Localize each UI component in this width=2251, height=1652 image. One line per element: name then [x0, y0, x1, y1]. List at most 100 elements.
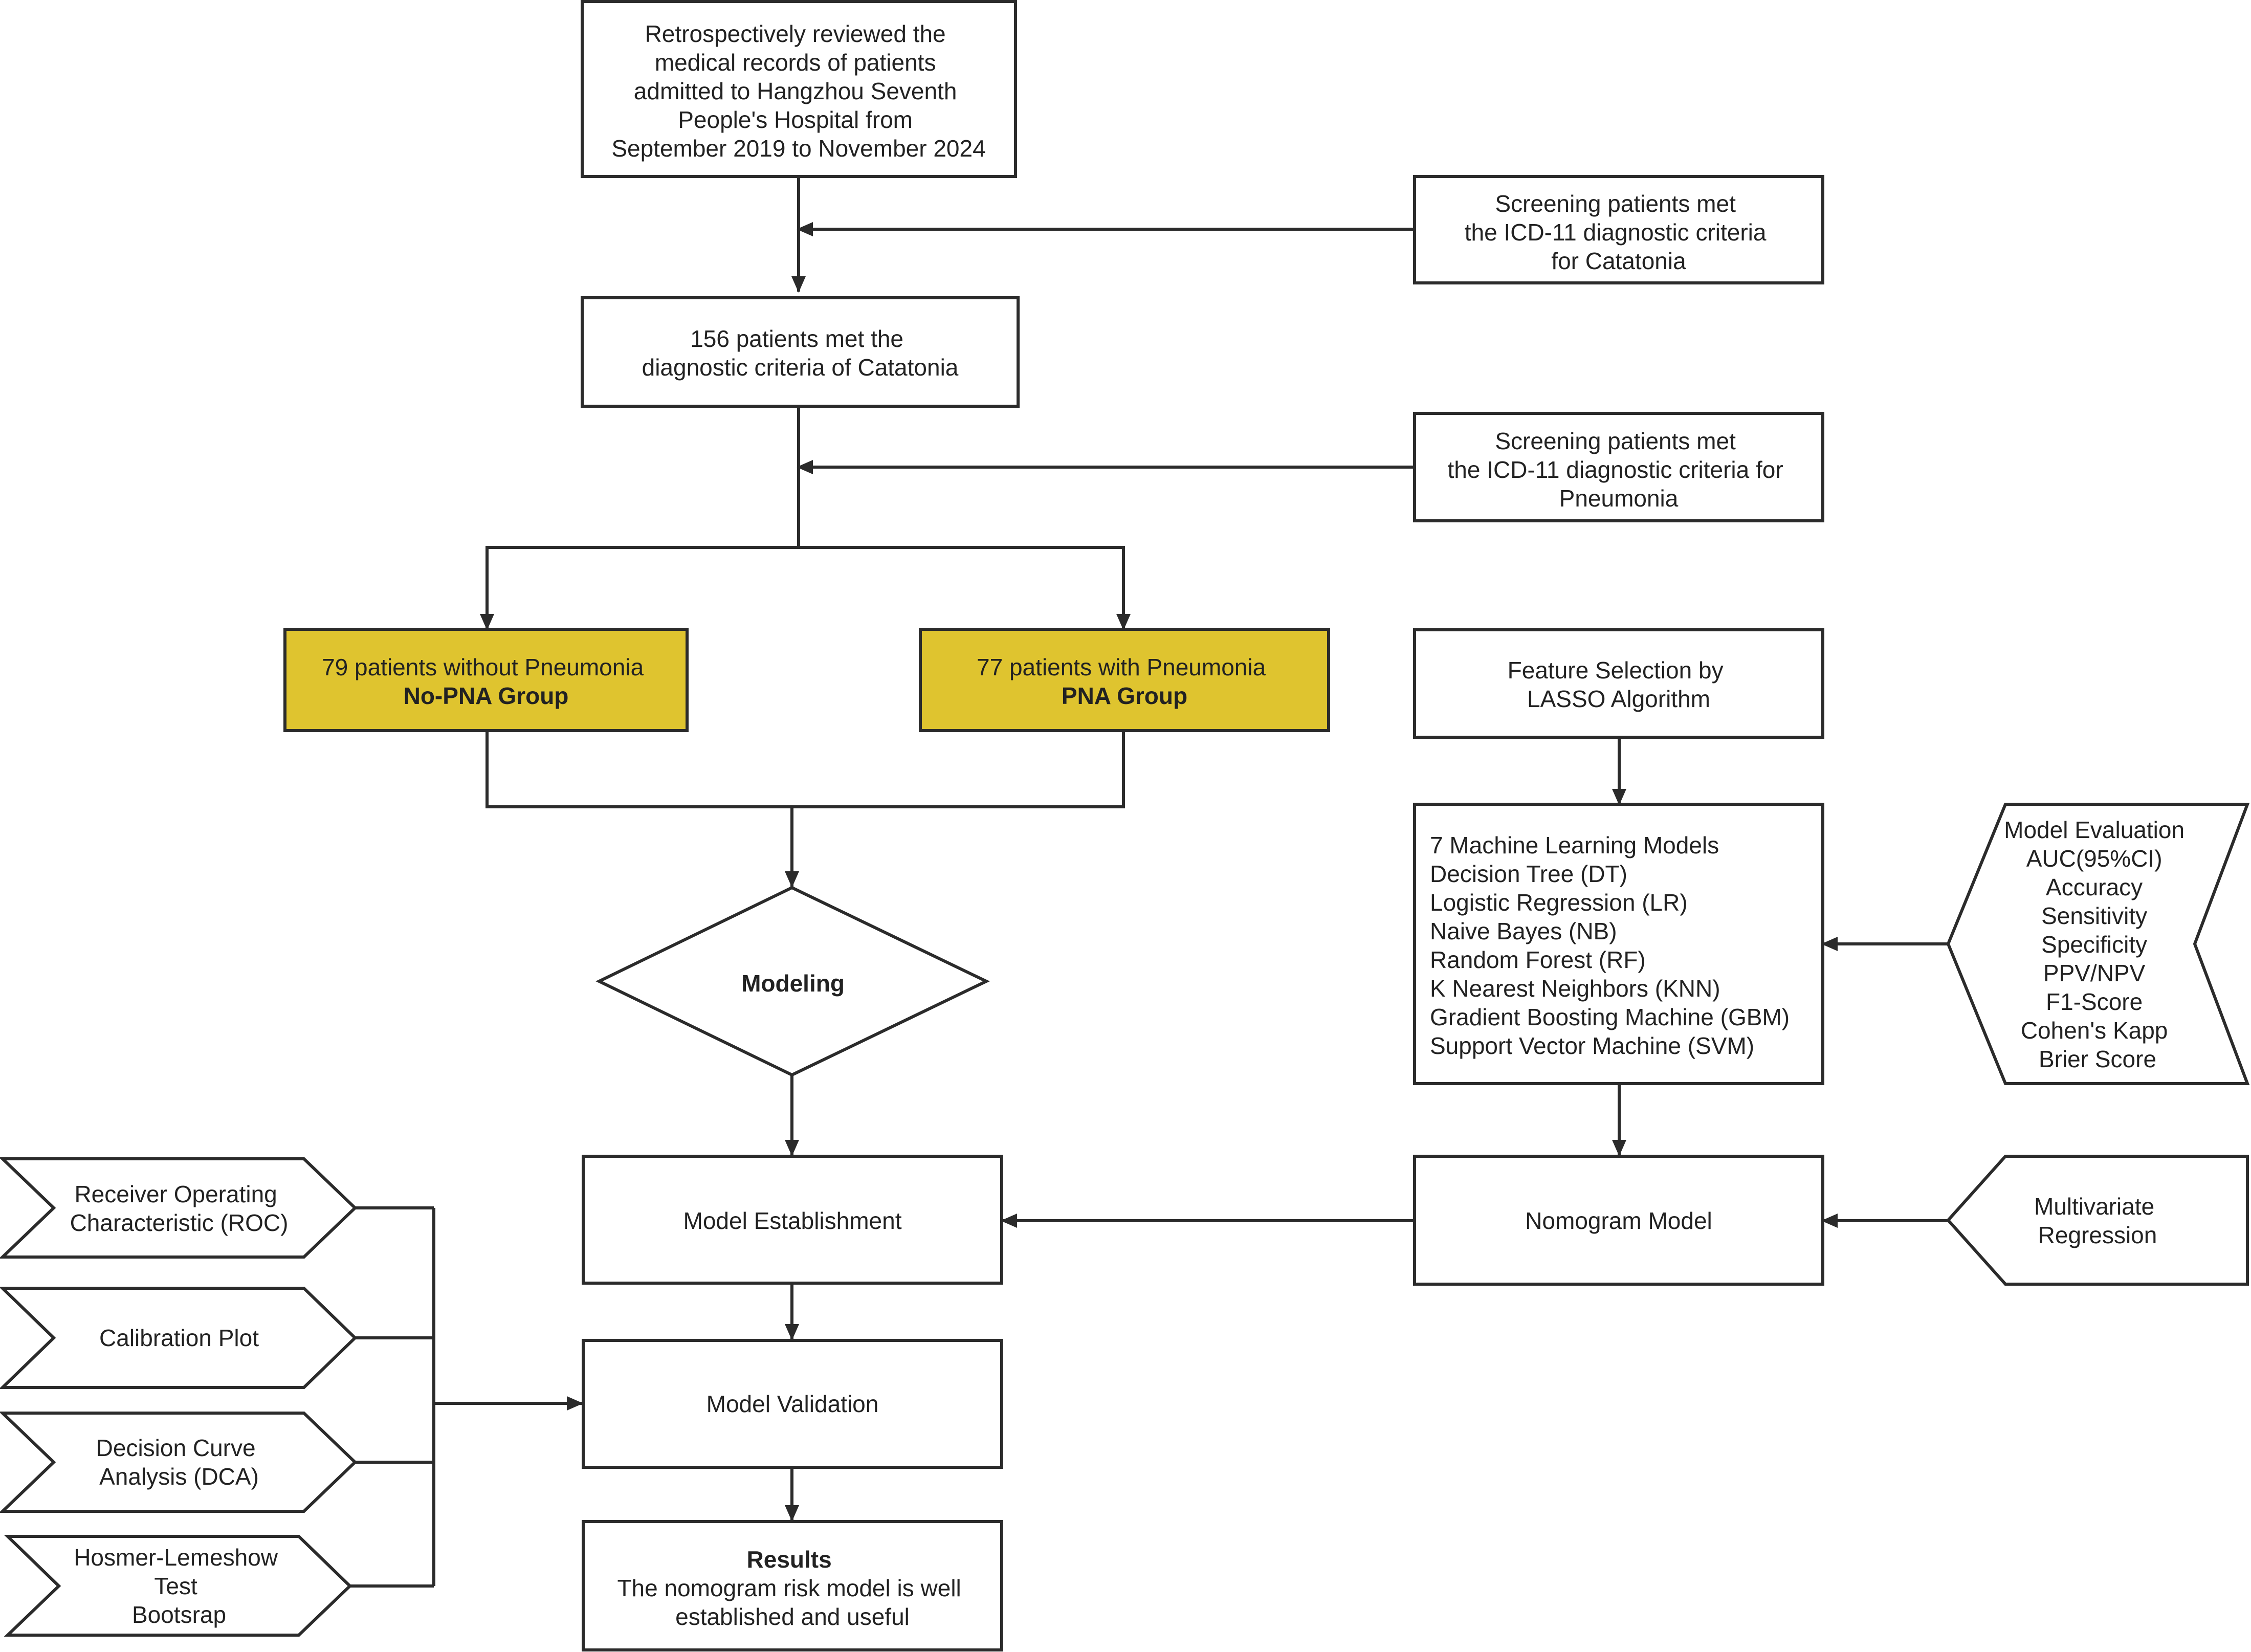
screen-catatonia-line: Screening patients met: [1495, 190, 1736, 217]
calibration-line: Calibration Plot: [99, 1325, 259, 1351]
results-line: established and useful: [675, 1603, 910, 1630]
ml-models-line: Logistic Regression (LR): [1430, 889, 1688, 916]
records-line: Retrospectively reviewed the: [645, 20, 946, 47]
ml-models-line: 7 Machine Learning Models: [1430, 832, 1719, 858]
ml-models-line: Naive Bayes (NB): [1430, 918, 1617, 944]
arrowhead-regression: [1821, 1214, 1838, 1228]
multivariate-regression-line: Multivariate: [2034, 1193, 2154, 1220]
calibration-text: Calibration Plot: [99, 1325, 259, 1351]
model-evaluation-line: AUC(95%CI): [2026, 845, 2162, 872]
no-pna-text: 79 patients without Pneumonia No-PNA Gro…: [322, 654, 650, 709]
screen-pneumonia-line: Screening patients met: [1495, 428, 1736, 454]
records-line: medical records of patients: [655, 49, 936, 76]
hosmer-line: Hosmer-Lemeshow: [74, 1544, 278, 1571]
met-criteria-text: 156 patients met the diagnostic criteria…: [642, 325, 959, 381]
records-line: admitted to Hangzhou Seventh: [634, 78, 957, 104]
arrowhead-nomogram-to-establishment: [1001, 1214, 1017, 1228]
pna-group-label: PNA Group: [1062, 682, 1187, 709]
ml-models-line: Decision Tree (DT): [1430, 861, 1627, 887]
hosmer-text: Hosmer-Lemeshow Test Bootsrap: [74, 1544, 284, 1628]
roc-text: Receiver Operating Characteristic (ROC): [70, 1181, 289, 1236]
arrowhead-modeling: [785, 871, 799, 888]
results-line: The nomogram risk model is well: [617, 1575, 961, 1601]
feature-selection-line: Feature Selection by: [1508, 657, 1724, 684]
pna-group-box: [919, 628, 1330, 732]
hosmer-line: Bootsrap: [132, 1601, 226, 1628]
pna-text: 77 patients with Pneumonia PNA Group: [977, 654, 1272, 709]
multivariate-regression-shape: [1946, 1155, 2249, 1286]
modeling-diamond: [595, 886, 990, 1077]
ml-models-line: Gradient Boosting Machine (GBM): [1430, 1004, 1790, 1030]
dca-text: Decision Curve Analysis (DCA): [96, 1435, 262, 1490]
roc-shape: [0, 1157, 358, 1259]
roc-line: Characteristic (ROC): [70, 1209, 289, 1236]
multivariate-regression-text: Multivariate Regression: [2034, 1193, 2161, 1248]
feature-selection-box: [1413, 628, 1824, 739]
arrowhead-bracket: [567, 1396, 583, 1411]
no-pna-count: 79 patients without Pneumonia: [322, 654, 644, 680]
results-title: Results: [747, 1546, 832, 1573]
connector-split: [485, 546, 1125, 629]
screen-pneumonia-line: Pneumonia: [1559, 485, 1679, 512]
results-box: [582, 1520, 1003, 1651]
screen-pneumonia-line: the ICD-11 diagnostic criteria for: [1448, 456, 1783, 483]
model-evaluation-line: PPV/NPV: [2043, 960, 2146, 986]
ml-models-text: 7 Machine Learning Models Decision Tree …: [1430, 832, 1796, 1059]
arrowhead-pneumonia: [797, 460, 813, 474]
ml-models-box: [1413, 803, 1824, 1085]
hosmer-shape: [4, 1535, 352, 1637]
results-text: Results The nomogram risk model is well …: [617, 1546, 967, 1630]
connector-merge: [485, 731, 1125, 808]
met-criteria-line: 156 patients met the: [690, 325, 903, 352]
arrowhead-no-pna: [480, 614, 494, 630]
dca-shape: [0, 1412, 358, 1513]
model-evaluation-shape: [1946, 803, 2250, 1085]
screen-catatonia-line: for Catatonia: [1551, 248, 1686, 274]
screen-pneumonia-box: [1413, 412, 1824, 522]
no-pna-group-box: [283, 628, 689, 732]
arrowhead-validation: [785, 1324, 799, 1340]
model-evaluation-line: Accuracy: [2046, 874, 2143, 900]
arrowhead-met: [791, 276, 806, 293]
no-pna-group-label: No-PNA Group: [404, 682, 569, 709]
arrowhead-catatonia: [797, 222, 813, 236]
screen-catatonia-text: Screening patients met the ICD-11 diagno…: [1465, 190, 1773, 274]
met-criteria-line: diagnostic criteria of Catatonia: [642, 354, 959, 381]
model-evaluation-text: Model Evaluation AUC(95%CI) Accuracy Sen…: [2004, 817, 2191, 1072]
model-validation-text: Model Validation: [707, 1391, 879, 1417]
arrowhead-nomogram: [1612, 1140, 1626, 1156]
model-evaluation-line: F1-Score: [2046, 988, 2143, 1015]
multivariate-regression-line: Regression: [2038, 1222, 2157, 1248]
model-evaluation-line: Model Evaluation: [2004, 817, 2184, 843]
screen-catatonia-box: [1413, 175, 1824, 284]
model-establishment-text: Model Establishment: [683, 1207, 902, 1234]
calibration-shape: [0, 1287, 358, 1389]
hosmer-line: Test: [154, 1573, 197, 1599]
model-validation-box: [582, 1339, 1003, 1469]
feature-selection-line: LASSO Algorithm: [1527, 686, 1710, 712]
arrowhead-pna: [1116, 614, 1131, 630]
model-establishment-box: [582, 1155, 1003, 1285]
pna-count: 77 patients with Pneumonia: [977, 654, 1266, 680]
roc-line: Receiver Operating: [74, 1181, 277, 1207]
ml-models-line: Random Forest (RF): [1430, 946, 1646, 973]
met-criteria-box: [581, 296, 1020, 408]
dca-line: Decision Curve: [96, 1435, 256, 1461]
screen-catatonia-line: the ICD-11 diagnostic criteria: [1465, 219, 1767, 246]
nomogram-model-text: Nomogram Model: [1525, 1207, 1712, 1234]
arrowhead-results: [785, 1505, 799, 1522]
model-evaluation-line: Specificity: [2041, 931, 2147, 958]
screen-pneumonia-text: Screening patients met the ICD-11 diagno…: [1448, 428, 1790, 512]
arrowhead-ml: [1612, 789, 1626, 805]
model-evaluation-line: Brier Score: [2039, 1046, 2156, 1072]
modeling-text: Modeling: [741, 970, 845, 997]
feature-selection-text: Feature Selection by LASSO Algorithm: [1508, 657, 1730, 712]
ml-models-line: K Nearest Neighbors (KNN): [1430, 975, 1720, 1002]
records-box: [581, 0, 1017, 178]
ml-models-line: Support Vector Machine (SVM): [1430, 1032, 1754, 1059]
records-line: September 2019 to November 2024: [611, 135, 985, 162]
nomogram-model-box: [1413, 1155, 1824, 1286]
arrowhead-establishment: [785, 1140, 799, 1156]
model-evaluation-line: Sensitivity: [2041, 902, 2147, 929]
